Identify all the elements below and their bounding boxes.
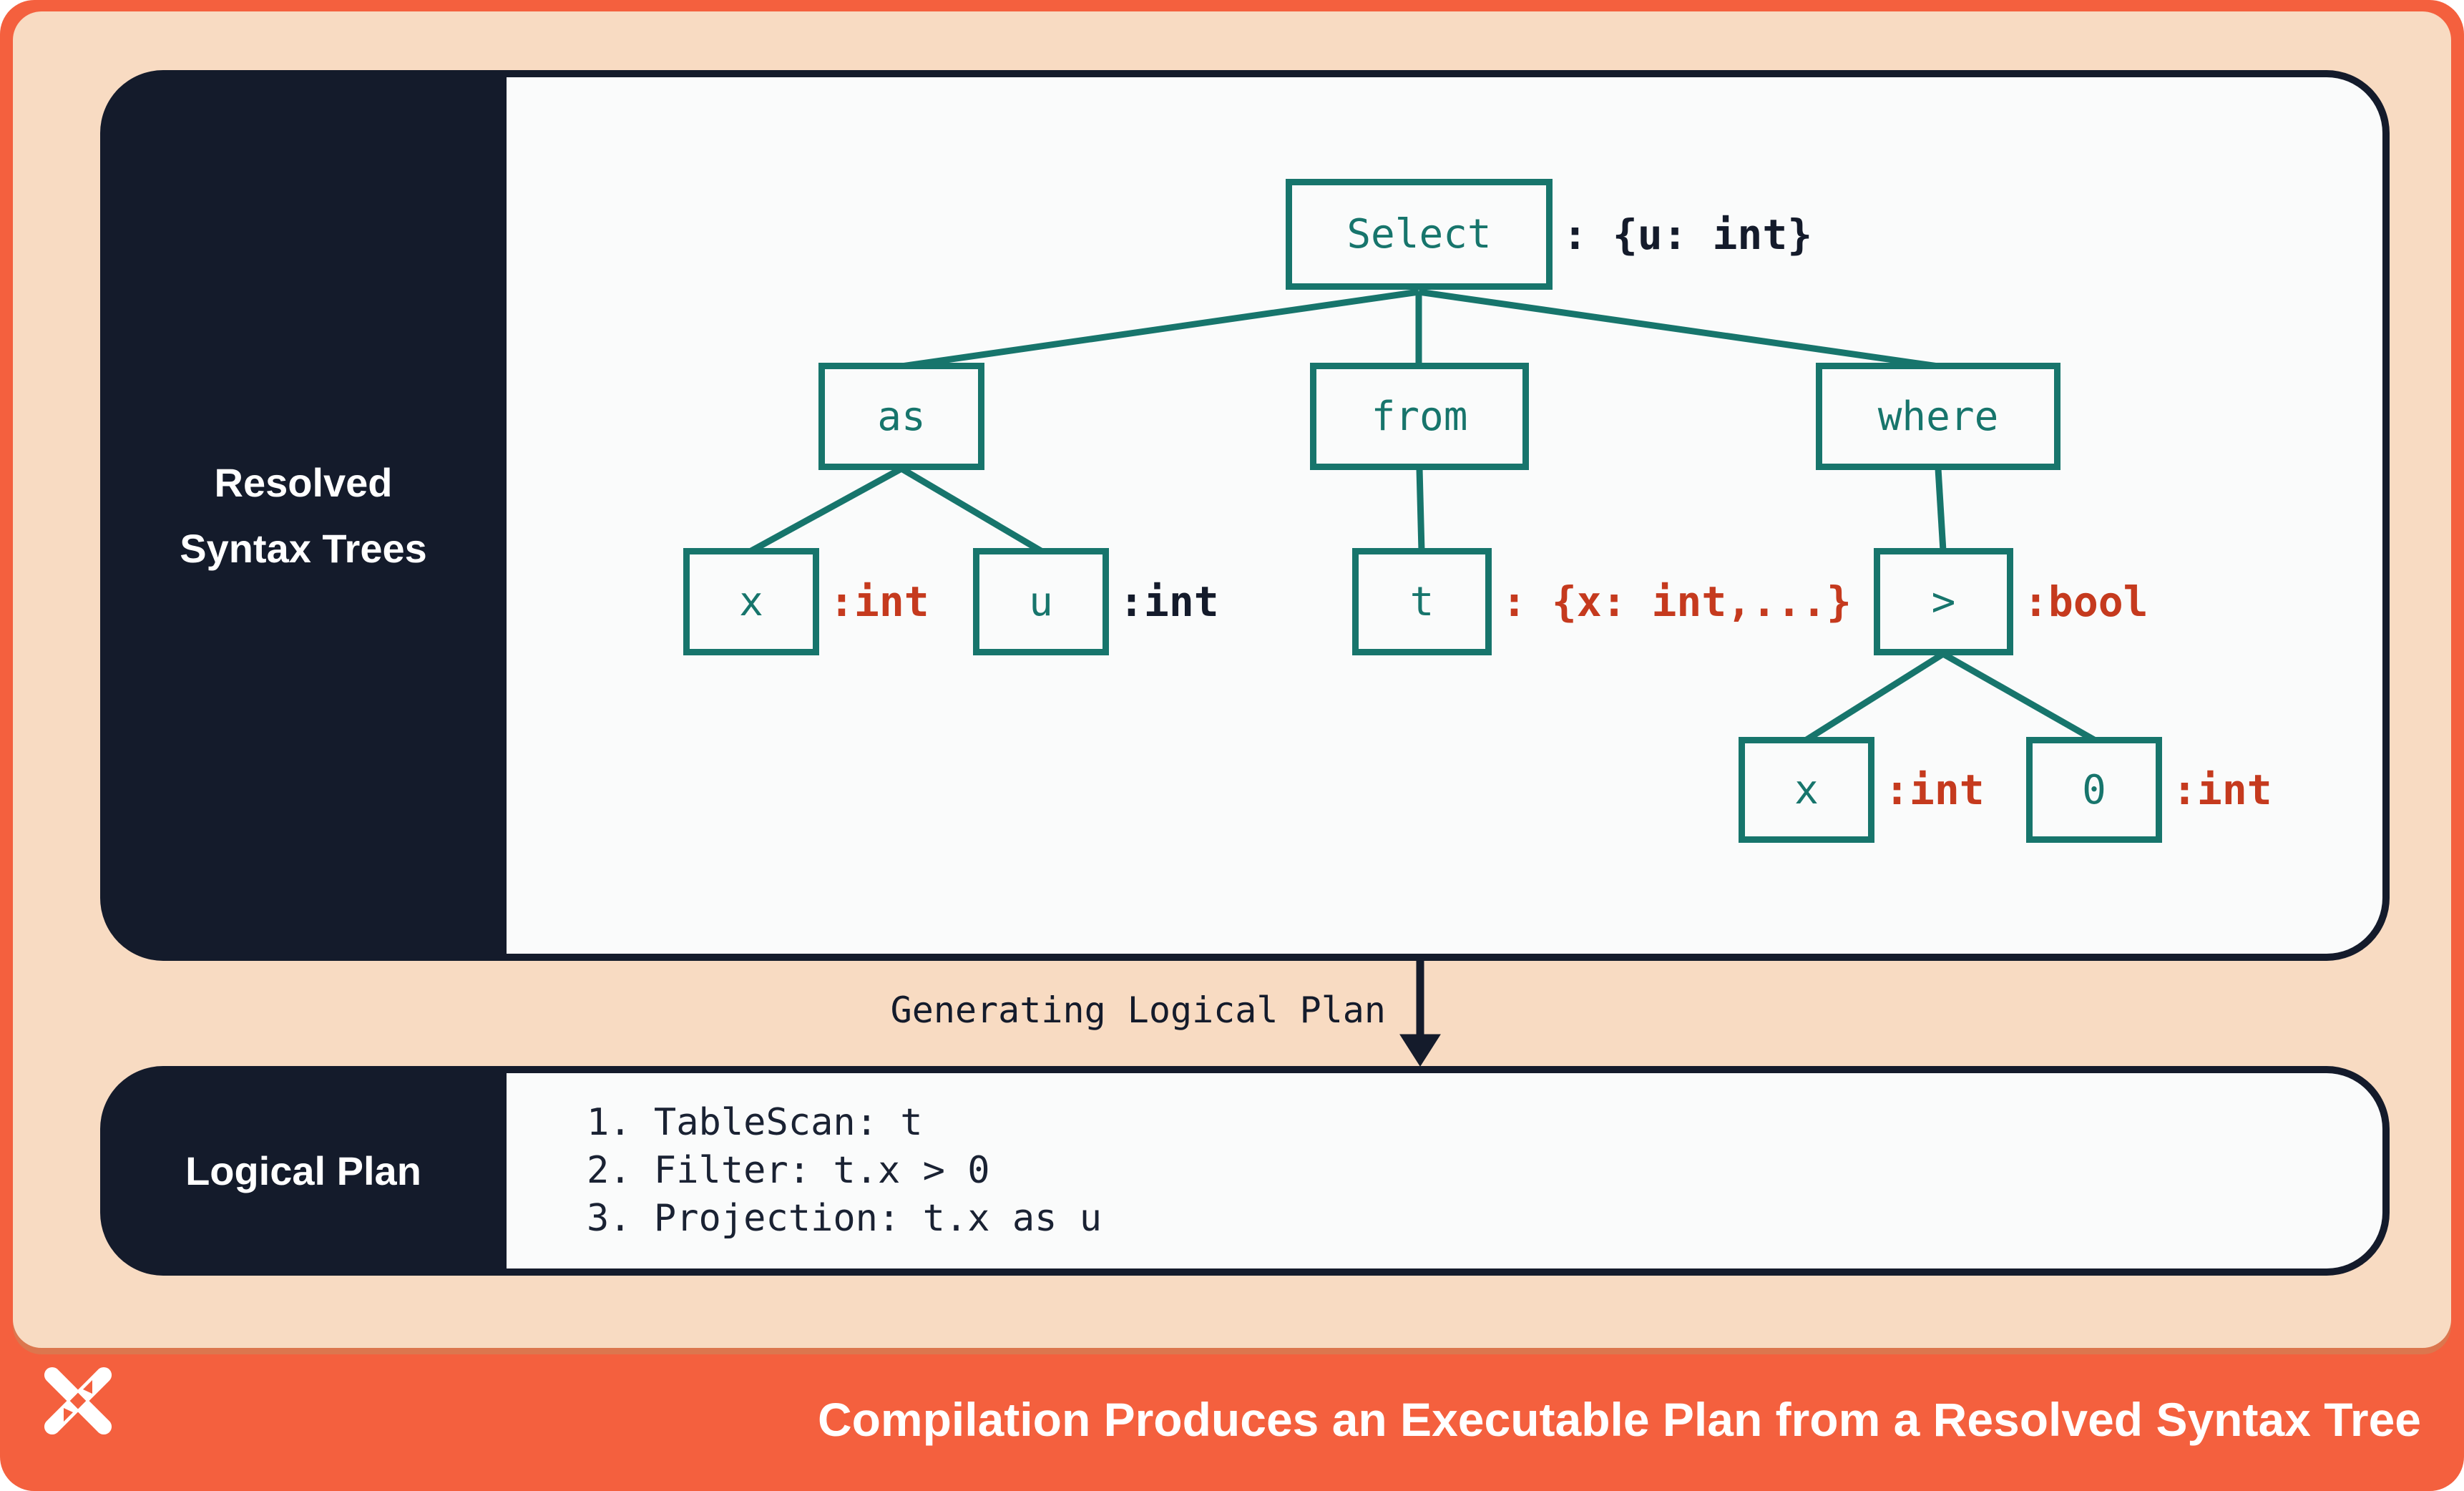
tree-node-t-from: t : {x: int,...} bbox=[1352, 548, 1852, 655]
node-box: > bbox=[1874, 548, 2013, 655]
node-box: x bbox=[683, 548, 819, 655]
sidebar-label-line2: Syntax Trees bbox=[180, 525, 427, 571]
node-box: t bbox=[1352, 548, 1492, 655]
node-box: x bbox=[1739, 737, 1874, 843]
logical-plan-sidebar-label: Logical Plan bbox=[100, 1066, 507, 1276]
x-pinwheel-logo-icon bbox=[44, 1367, 112, 1435]
node-box: u bbox=[973, 548, 1109, 655]
plan-step: 2. Filter: t.x > 0 bbox=[587, 1149, 990, 1192]
node-box: where bbox=[1816, 363, 2060, 470]
footer-bar: Compilation Produces an Executable Plan … bbox=[0, 1348, 2464, 1491]
type-annotation: :int bbox=[1119, 577, 1219, 626]
type-annotation: : {x: int,...} bbox=[1502, 577, 1852, 626]
sidebar-label-line1: Resolved bbox=[214, 459, 393, 505]
type-annotation: :bool bbox=[2023, 577, 2148, 626]
tree-node-select: Select : {u: int} bbox=[1286, 179, 1812, 290]
type-annotation: :int bbox=[829, 577, 929, 626]
tree-node-as: as bbox=[818, 363, 984, 470]
tree-node-x-gt: x :int bbox=[1739, 737, 1985, 843]
sidebar-label-line1: Logical Plan bbox=[185, 1148, 421, 1193]
tree-node-x-as: x :int bbox=[683, 548, 929, 655]
resolved-panel-sidebar-label: Resolved Syntax Trees bbox=[100, 70, 507, 961]
node-box: Select bbox=[1286, 179, 1553, 290]
footer-caption: Compilation Produces an Executable Plan … bbox=[817, 1393, 2421, 1446]
node-box: from bbox=[1310, 363, 1529, 470]
plan-step: 1. TableScan: t bbox=[587, 1101, 923, 1144]
logical-plan-list: 1. TableScan: t 2. Filter: t.x > 0 3. Pr… bbox=[507, 1073, 2382, 1268]
tree-node-from: from bbox=[1310, 363, 1529, 470]
tree-node-gt-where: > :bool bbox=[1874, 548, 2148, 655]
type-annotation: : {u: int} bbox=[1563, 210, 1813, 259]
node-box: as bbox=[818, 363, 984, 470]
type-annotation: :int bbox=[1884, 766, 1985, 814]
tree-node-where: where bbox=[1816, 363, 2060, 470]
tree-node-zero-gt: 0 :int bbox=[2026, 737, 2272, 843]
logical-plan-content: 1. TableScan: t 2. Filter: t.x > 0 3. Pr… bbox=[507, 1073, 2382, 1268]
transition-label: Generating Logical Plan bbox=[890, 989, 1386, 1031]
tree-node-u-as: u :int bbox=[973, 548, 1219, 655]
node-box: 0 bbox=[2026, 737, 2162, 843]
type-annotation: :int bbox=[2172, 766, 2272, 814]
logical-plan-panel: Logical Plan 1. TableScan: t 2. Filter: … bbox=[100, 1066, 2390, 1276]
plan-step: 3. Projection: t.x as u bbox=[587, 1197, 1103, 1240]
